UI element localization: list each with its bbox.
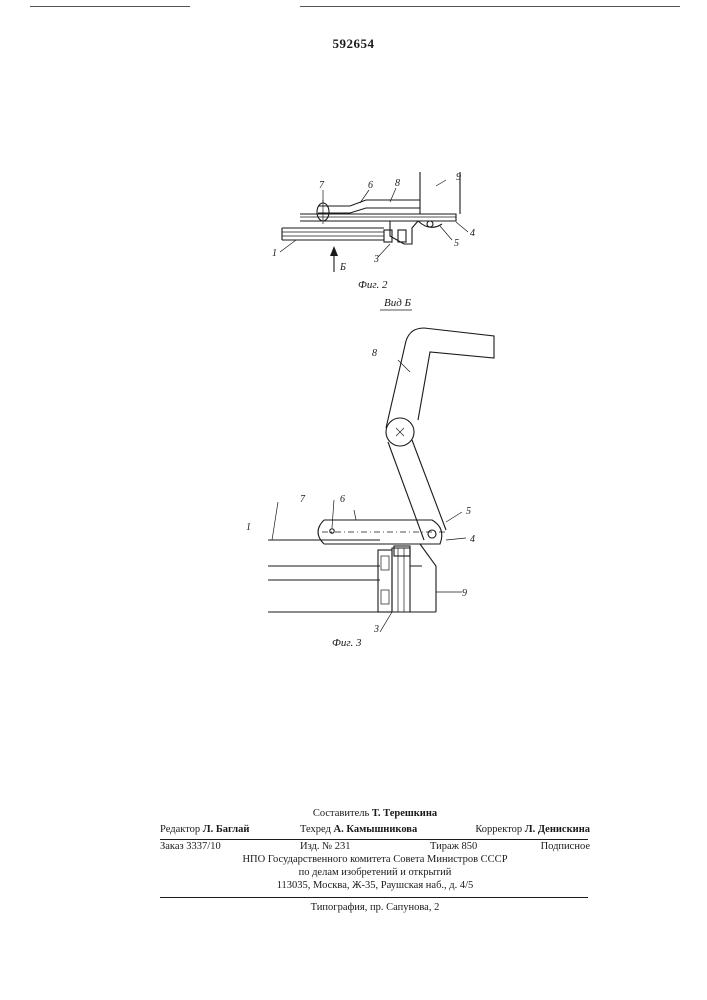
corrector: Корректор Л. Денискина [475, 824, 590, 835]
techred: Техред А. Камышникова [300, 824, 417, 835]
fig2-caption: Фиг. 2 [358, 279, 388, 291]
part-4-hinge-pin [427, 221, 433, 227]
fig3-label-1: 1 [246, 522, 251, 533]
fig2-label-3: 3 [373, 254, 379, 265]
base-lines [410, 566, 436, 612]
composer-label: Составитель [313, 808, 369, 819]
bracket-slot-upper [381, 556, 389, 570]
fig2-label-8: 8 [395, 178, 400, 189]
subscription: Подписное [541, 841, 590, 852]
part-5-hinge [418, 221, 442, 227]
imprint-rule-bottom [160, 897, 588, 898]
org-line-1: НПО Государственного комитета Совета Мин… [160, 854, 590, 865]
corrector-name: Л. Денискина [525, 824, 590, 835]
part-5-hinge-pin [428, 530, 436, 538]
fig2-label-5: 5 [454, 238, 459, 249]
imprint-rule-top [160, 839, 588, 840]
editor: Редактор Л. Баглай [160, 824, 249, 835]
part-9-post [392, 548, 410, 612]
fig2-view-arrow-label: Б [339, 262, 346, 273]
fig3-label-8: 8 [372, 348, 377, 359]
post-hatch [398, 548, 404, 612]
fig3-label-6: 6 [340, 494, 345, 505]
fig3-label-5: 5 [466, 506, 471, 517]
technical-drawing: 7 6 8 9 1 3 5 4 Б Фиг. 2 Вид Б [0, 0, 707, 700]
part-9-post [420, 172, 460, 214]
printer-line: Типография, пр. Сапунова, 2 [160, 902, 590, 913]
fig2-label-4: 4 [470, 228, 475, 239]
part-8-bent-arm [386, 328, 494, 428]
pivot-cross [396, 428, 404, 436]
fig3-label-3: 3 [373, 624, 379, 635]
bracket-slot-lower [381, 590, 389, 604]
fig3-view-title: Вид Б [384, 297, 412, 309]
fig2-leaders [280, 180, 468, 257]
editor-label: Редактор [160, 824, 200, 835]
techred-name: А. Камышникова [334, 824, 418, 835]
fig3-label-7: 7 [300, 494, 306, 505]
circulation: Тираж 850 [430, 841, 477, 852]
part-1-rail-hatch [282, 232, 384, 236]
fig3-label-4: 4 [470, 534, 475, 545]
corrector-label: Корректор [475, 824, 522, 835]
org-line-3: 113035, Москва, Ж-35, Раушская наб., д. … [160, 880, 590, 891]
part-6-plate [300, 214, 456, 221]
bracket-3-nut [398, 230, 406, 242]
edition-number: Изд. № 231 [300, 841, 351, 852]
figure-3 [268, 328, 494, 632]
part-4-plate [420, 544, 436, 612]
techred-label: Техред [300, 824, 331, 835]
fig2-label-9: 9 [456, 172, 461, 183]
order-number: Заказ 3337/10 [160, 841, 221, 852]
composer-line: Составитель Т. Терешкина [160, 808, 590, 819]
view-arrow-head [330, 246, 338, 256]
fig3-caption: Фиг. 3 [332, 637, 362, 649]
fig2-label-7: 7 [319, 180, 325, 191]
org-line-2: по делам изобретений и открытий [160, 867, 590, 878]
part-7-pin [330, 529, 334, 533]
fig2-label-1: 1 [272, 248, 277, 259]
fig2-label-6: 6 [368, 180, 373, 191]
part-8-lever [318, 200, 420, 213]
lower-link [388, 440, 446, 540]
fig3-label-9: 9 [462, 588, 467, 599]
part-3-bracket [378, 550, 392, 612]
composer-name: Т. Терешкина [372, 808, 437, 819]
editor-name: Л. Баглай [203, 824, 250, 835]
part-3-bracket [390, 221, 418, 244]
part-1-rail-bottom [268, 580, 380, 612]
part-1-rail [282, 228, 384, 240]
